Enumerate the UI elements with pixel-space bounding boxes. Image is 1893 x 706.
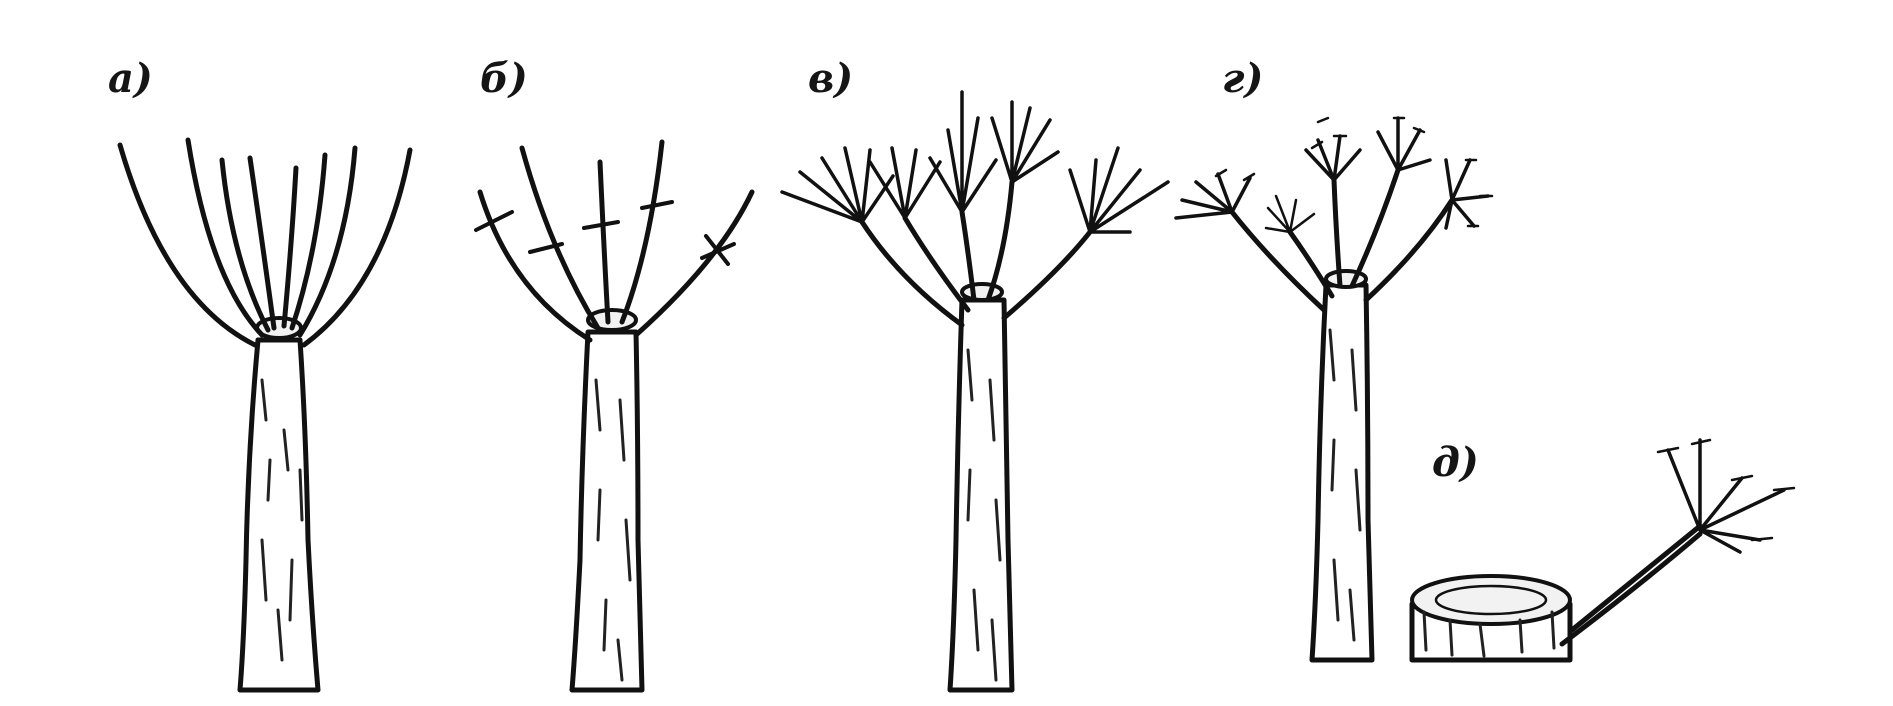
- trunk-b: [572, 332, 642, 690]
- trunk-v: [950, 300, 1012, 690]
- twigs-v: [782, 92, 1168, 232]
- panel-g: г): [1176, 55, 1492, 660]
- shoot-d: [1562, 440, 1784, 644]
- panel-label-a: а): [108, 55, 153, 102]
- panel-label-b: б): [480, 55, 528, 102]
- panel-v: в): [782, 55, 1168, 690]
- panel-d: д): [1412, 439, 1794, 660]
- cut-stub-v: [962, 284, 1002, 300]
- panel-a: а): [108, 55, 410, 690]
- tree-a: [120, 140, 410, 690]
- tree-b: [476, 142, 752, 690]
- panel-b: б): [476, 55, 752, 690]
- panel-label-d: д): [1432, 439, 1479, 486]
- cut-marks-d: [1658, 440, 1794, 540]
- panel-label-v: в): [808, 55, 853, 102]
- branches-a: [120, 140, 410, 345]
- panel-label-g: г): [1222, 55, 1263, 102]
- trunk-g: [1312, 285, 1372, 660]
- tree-v: [782, 92, 1168, 690]
